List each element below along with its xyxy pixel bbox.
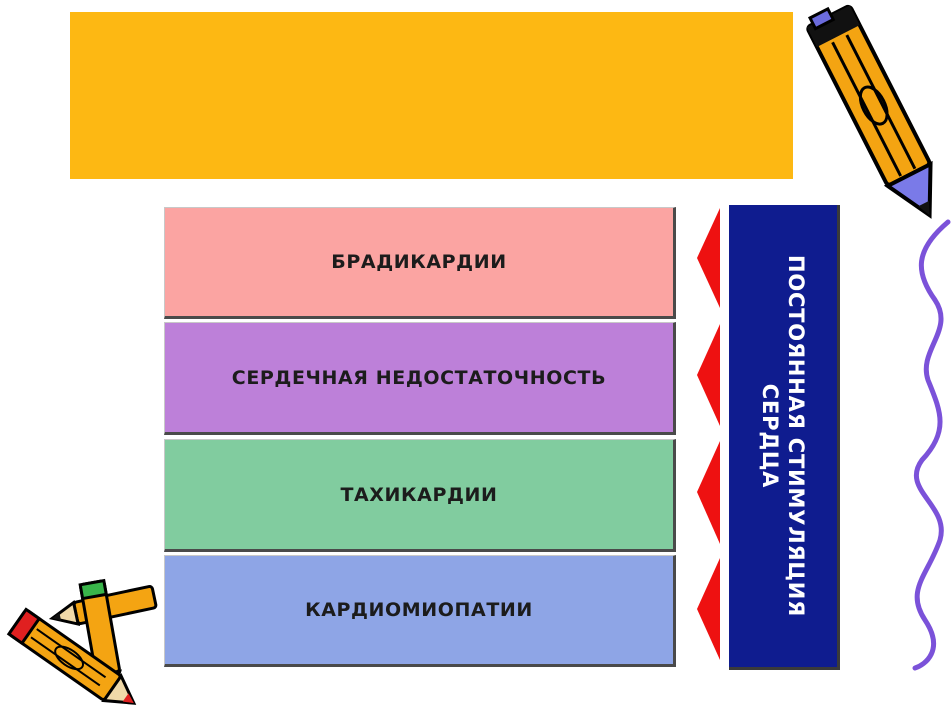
category-label-heart-failure: СЕРДЕЧНАЯ НЕДОСТАТОЧНОСТЬ bbox=[231, 366, 607, 389]
title-banner bbox=[70, 12, 793, 179]
arrow-icon-3 bbox=[697, 441, 720, 544]
category-label-bradycardia: БРАДИКАРДИИ bbox=[331, 251, 507, 273]
wavy-line-icon bbox=[912, 219, 951, 671]
pencils-icon bbox=[6, 578, 158, 705]
category-box-heart-failure: СЕРДЕЧНАЯ НЕДОСТАТОЧНОСТЬ bbox=[164, 322, 676, 435]
permanent-pacing-box: ПОСТОЯННАЯ СТИМУЛЯЦИЯ СЕРДЦА bbox=[729, 205, 840, 670]
category-label-cardiomyopathy: КАРДИОМИОПАТИИ bbox=[305, 599, 533, 621]
category-box-tachycardia: ТАХИКАРДИИ bbox=[164, 439, 676, 552]
arrow-icon-2 bbox=[697, 324, 720, 426]
arrow-icon-4 bbox=[697, 558, 720, 660]
category-label-tachycardia: ТАХИКАРДИИ bbox=[340, 483, 498, 506]
pencil-icon bbox=[806, 4, 933, 219]
category-box-cardiomyopathy: КАРДИОМИОПАТИИ bbox=[164, 555, 676, 667]
arrow-icon-1 bbox=[697, 208, 720, 308]
category-box-bradycardia: БРАДИКАРДИИ bbox=[164, 207, 676, 319]
